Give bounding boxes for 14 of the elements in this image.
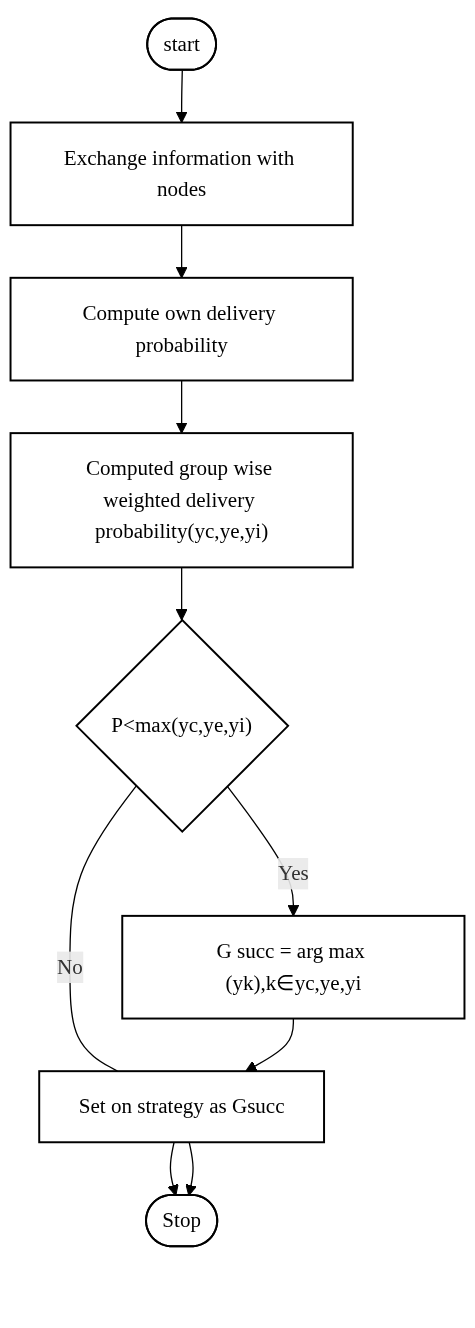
arrow — [175, 566, 188, 621]
arrow — [245, 1017, 295, 1072]
node-box: G succ = arg max (yk),k∈yc,ye,yi — [121, 914, 466, 1020]
node-box: Exchange information with nodes — [9, 121, 354, 227]
edge-label: No — [57, 955, 83, 978]
node-box: Compute own delivery probability — [9, 276, 354, 382]
arrow — [175, 379, 188, 434]
connector — [69, 785, 137, 1072]
arrow — [175, 224, 188, 279]
arrow — [175, 69, 188, 124]
edge-label: Yes — [278, 861, 309, 885]
node-box: Computed group wise weighted delivery probability(yc,ye,yi) — [9, 432, 354, 569]
node-box: Set on strategy as Gsucc — [38, 1070, 326, 1144]
node-diamond: P<max(yc,ye,yi) — [75, 618, 290, 834]
